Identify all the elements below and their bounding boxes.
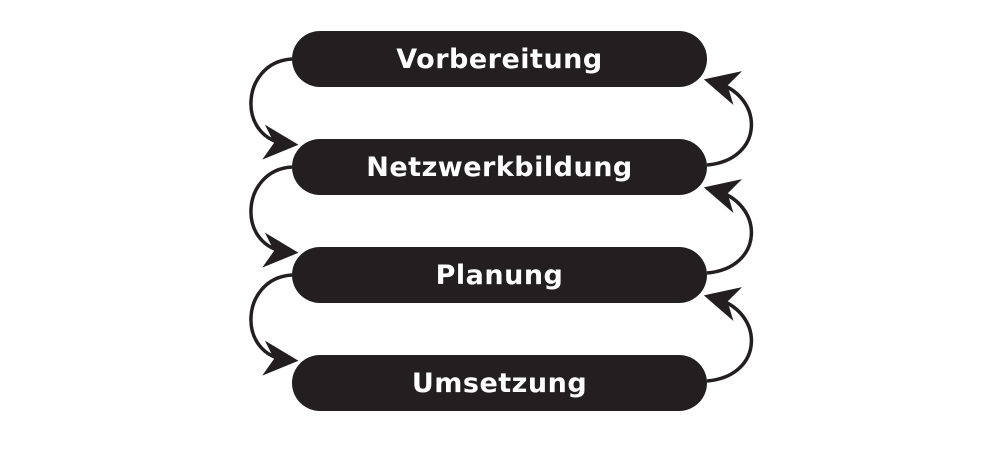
arrow-up-3-icon bbox=[703, 287, 754, 383]
step-netzwerkbildung: Netzwerkbildung bbox=[292, 139, 707, 195]
step-planung: Planung bbox=[292, 247, 707, 303]
step-label: Netzwerkbildung bbox=[366, 151, 633, 183]
arrow-down-2-icon bbox=[249, 165, 299, 268]
arrow-up-1-icon bbox=[703, 71, 754, 167]
step-umsetzung: Umsetzung bbox=[292, 355, 707, 411]
arrow-down-3-icon bbox=[249, 273, 299, 376]
arrow-down-1-icon bbox=[249, 57, 299, 160]
step-label: Vorbereitung bbox=[396, 43, 603, 75]
arrow-up-2-icon bbox=[703, 179, 754, 275]
step-label: Umsetzung bbox=[411, 367, 588, 399]
step-label: Planung bbox=[435, 259, 564, 291]
step-vorbereitung: Vorbereitung bbox=[292, 31, 707, 87]
